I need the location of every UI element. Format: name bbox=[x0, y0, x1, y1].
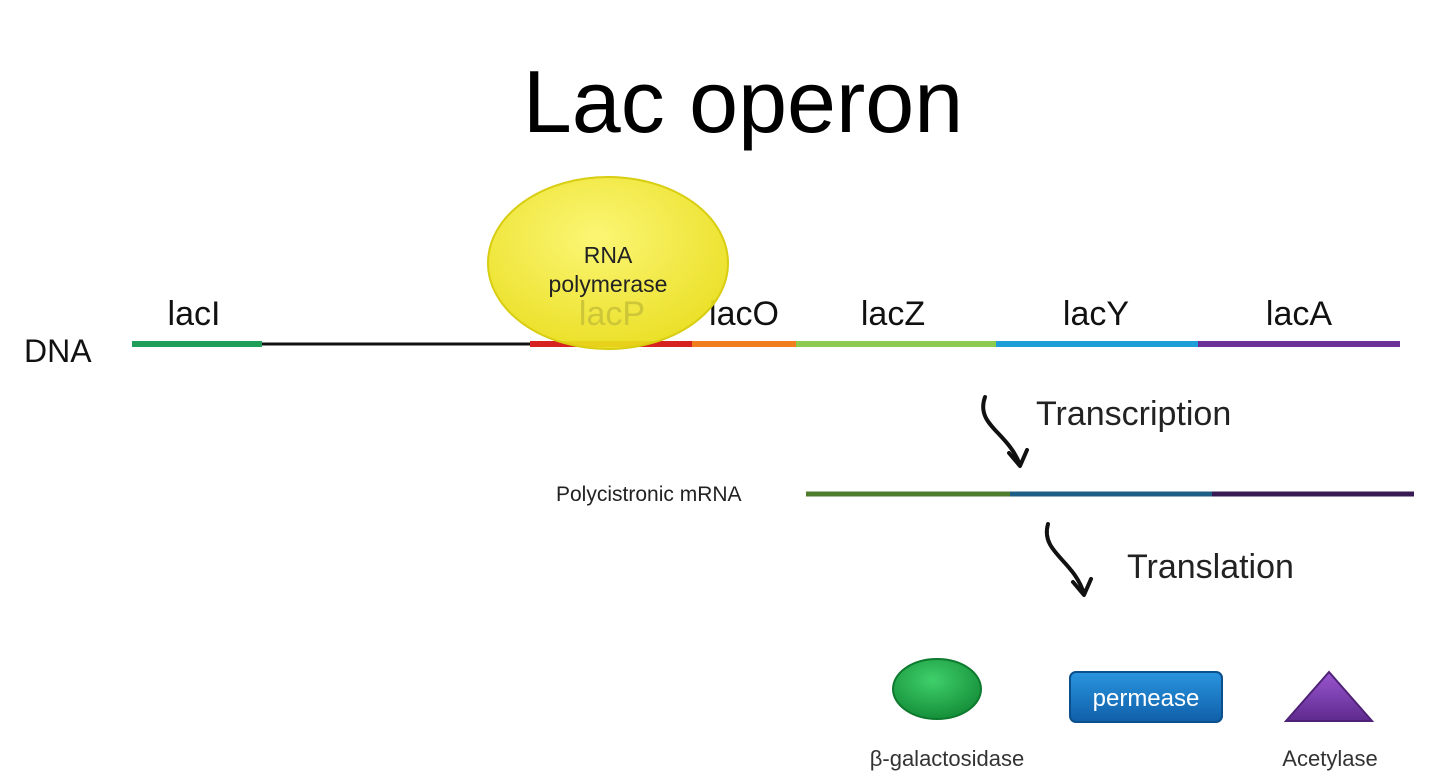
permease-label: permease bbox=[1093, 685, 1200, 712]
transcription-arrow bbox=[981, 395, 1029, 468]
rna-polymerase-shape bbox=[487, 176, 729, 350]
protein-acetylase: Acetylase bbox=[1282, 670, 1378, 771]
gene-label-laco: lacO bbox=[709, 295, 779, 333]
beta-galactosidase-shape bbox=[892, 658, 982, 720]
permease-shape bbox=[1069, 671, 1223, 723]
beta-galactosidase-label: β-galactosidase bbox=[870, 746, 1025, 771]
acetylase-label: Acetylase bbox=[1282, 746, 1377, 771]
rna-polymerase: RNA polymerase bbox=[487, 176, 729, 350]
gene-label-lacz: lacZ bbox=[861, 295, 925, 333]
gene-label-laca: lacA bbox=[1266, 295, 1332, 333]
gene-label-lacp-overlay: lacP bbox=[579, 295, 645, 333]
rna-polymerase-label-line2: polymerase bbox=[549, 271, 668, 297]
transcription-label: Transcription bbox=[1036, 395, 1231, 433]
protein-permease: permease bbox=[1069, 671, 1223, 723]
translation-arrow bbox=[1044, 522, 1093, 597]
gene-label-lacy: lacY bbox=[1063, 295, 1129, 333]
diagram-title: Lac operon bbox=[523, 52, 963, 151]
translation-label: Translation bbox=[1127, 548, 1294, 586]
protein-beta-galactosidase: β-galactosidase bbox=[870, 658, 1025, 771]
dna-label: DNA bbox=[24, 333, 92, 369]
gene-label-laci: lacI bbox=[168, 295, 221, 333]
acetylase-shape bbox=[1283, 670, 1375, 722]
mrna-label: Polycistronic mRNA bbox=[556, 483, 742, 506]
rna-polymerase-label-line1: RNA bbox=[584, 242, 633, 268]
